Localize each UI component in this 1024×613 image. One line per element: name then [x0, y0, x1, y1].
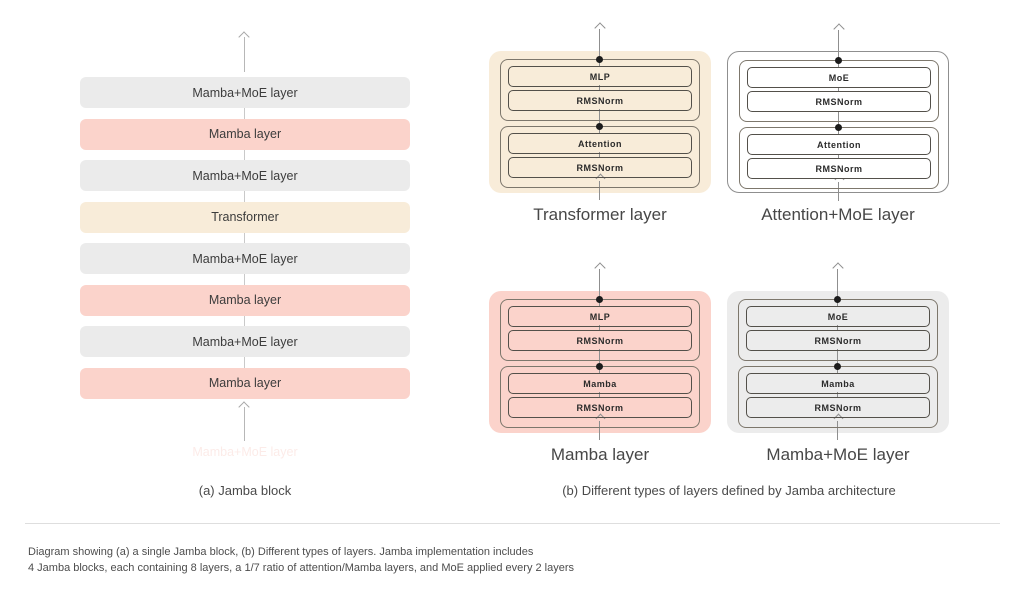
panel-title-mamba-moe-layer: Mamba+MoE layer	[766, 445, 910, 464]
moe-box: MoE	[746, 306, 930, 327]
residual-line	[599, 29, 600, 66]
residual-add-dot	[835, 56, 842, 64]
rmsnorm-box: RMSNorm	[508, 397, 692, 418]
residual-line	[599, 349, 600, 373]
residual-group-outline: Mamba RMSNorm	[738, 366, 938, 428]
up-arrow-icon	[832, 262, 844, 274]
residual-line	[838, 153, 839, 158]
residual-line	[599, 392, 600, 397]
rmsnorm-box: RMSNorm	[508, 330, 692, 351]
rmsnorm-box: RMSNorm	[747, 158, 931, 179]
rmsnorm-box: RMSNorm	[747, 91, 931, 112]
residual-group-outline: MLP RMSNorm	[500, 299, 700, 361]
up-arrow-icon	[594, 22, 606, 34]
stack-layer-mamba-moe-1: Mamba+MoE layer	[80, 77, 410, 108]
stack-connector	[244, 149, 245, 161]
residual-group-outline: MoE RMSNorm	[738, 299, 938, 361]
panel-title-attention-moe-layer: Attention+MoE layer	[761, 205, 915, 224]
rmsnorm-box: RMSNorm	[746, 330, 930, 351]
residual-line	[599, 152, 600, 157]
moe-box: MoE	[747, 67, 931, 88]
mlp-box: MLP	[508, 66, 692, 87]
input-arrow-line	[244, 407, 245, 441]
residual-line	[837, 325, 838, 330]
stack-connector	[244, 274, 245, 285]
residual-line	[599, 85, 600, 90]
residual-line	[599, 269, 600, 306]
faded-next-layer-label: Mamba+MoE layer	[192, 445, 298, 459]
residual-group-outline: MLP RMSNorm	[500, 59, 700, 121]
residual-line	[599, 325, 600, 330]
residual-line	[837, 392, 838, 397]
residual-add-dot	[834, 362, 841, 370]
residual-line	[837, 421, 838, 440]
residual-line	[837, 349, 838, 373]
stack-layer-mamba-moe-4: Mamba+MoE layer	[80, 326, 410, 357]
stack-connector	[244, 357, 245, 368]
stack-layer-mamba-3: Mamba layer	[80, 367, 410, 399]
mamba-moe-layer-panel: MoE RMSNorm Mamba RMSNorm	[727, 262, 949, 440]
rmsnorm-box: RMSNorm	[746, 397, 930, 418]
mlp-box: MLP	[508, 306, 692, 327]
residual-group-outline: Mamba RMSNorm	[500, 366, 700, 428]
residual-add-dot	[596, 295, 603, 303]
figure-description-line-2: 4 Jamba blocks, each containing 8 layers…	[28, 562, 575, 574]
attention-box: Attention	[747, 134, 931, 155]
stack-layer-mamba-1: Mamba layer	[80, 118, 410, 150]
residual-add-dot	[596, 55, 603, 63]
residual-line	[599, 181, 600, 200]
residual-line	[838, 30, 839, 67]
residual-add-dot	[834, 295, 841, 303]
residual-line	[838, 86, 839, 91]
footer-divider	[25, 523, 1000, 524]
stack-connector	[244, 315, 245, 327]
residual-group-outline: MoE RMSNorm	[739, 60, 939, 122]
transformer-layer-panel: MLP RMSNorm Attention RMSNorm	[489, 22, 711, 200]
residual-line	[599, 109, 600, 133]
figure-description-line-1: Diagram showing (a) a single Jamba block…	[28, 546, 534, 558]
stack-layer-transformer: Transformer	[80, 201, 410, 233]
panel-title-mamba-layer: Mamba layer	[550, 445, 650, 464]
residual-group-outline: Attention RMSNorm	[500, 126, 700, 188]
rmsnorm-box: RMSNorm	[508, 90, 692, 111]
residual-line	[838, 110, 839, 134]
stack-connector	[244, 232, 245, 244]
output-arrow-line	[244, 37, 245, 72]
figure-description: Diagram showing (a) a single Jamba block…	[28, 544, 574, 576]
residual-add-dot	[596, 122, 603, 130]
stack-layer-mamba-moe-3: Mamba+MoE layer	[80, 243, 410, 274]
caption-b: (b) Different types of layers defined by…	[562, 483, 896, 498]
stack-connector	[244, 108, 245, 119]
residual-group-outline: Attention RMSNorm	[739, 127, 939, 189]
panel-title-transformer-layer: Transformer layer	[533, 205, 667, 224]
mamba-box: Mamba	[746, 373, 930, 394]
residual-line	[837, 269, 838, 306]
attention-moe-layer-panel: MoE RMSNorm Attention RMSNorm	[727, 23, 949, 201]
stack-layer-mamba-moe-2: Mamba+MoE layer	[80, 160, 410, 191]
residual-add-dot	[596, 362, 603, 370]
attention-box: Attention	[508, 133, 692, 154]
stack-layer-mamba-2: Mamba layer	[80, 284, 410, 316]
residual-add-dot	[835, 123, 842, 131]
caption-a: (a) Jamba block	[198, 483, 292, 498]
up-arrow-icon	[833, 23, 845, 35]
up-arrow-icon	[594, 262, 606, 274]
mamba-layer-panel: MLP RMSNorm Mamba RMSNorm	[489, 262, 711, 440]
residual-line	[838, 182, 839, 201]
rmsnorm-box: RMSNorm	[508, 157, 692, 178]
mamba-box: Mamba	[508, 373, 692, 394]
residual-line	[599, 421, 600, 440]
stack-connector	[244, 191, 245, 202]
